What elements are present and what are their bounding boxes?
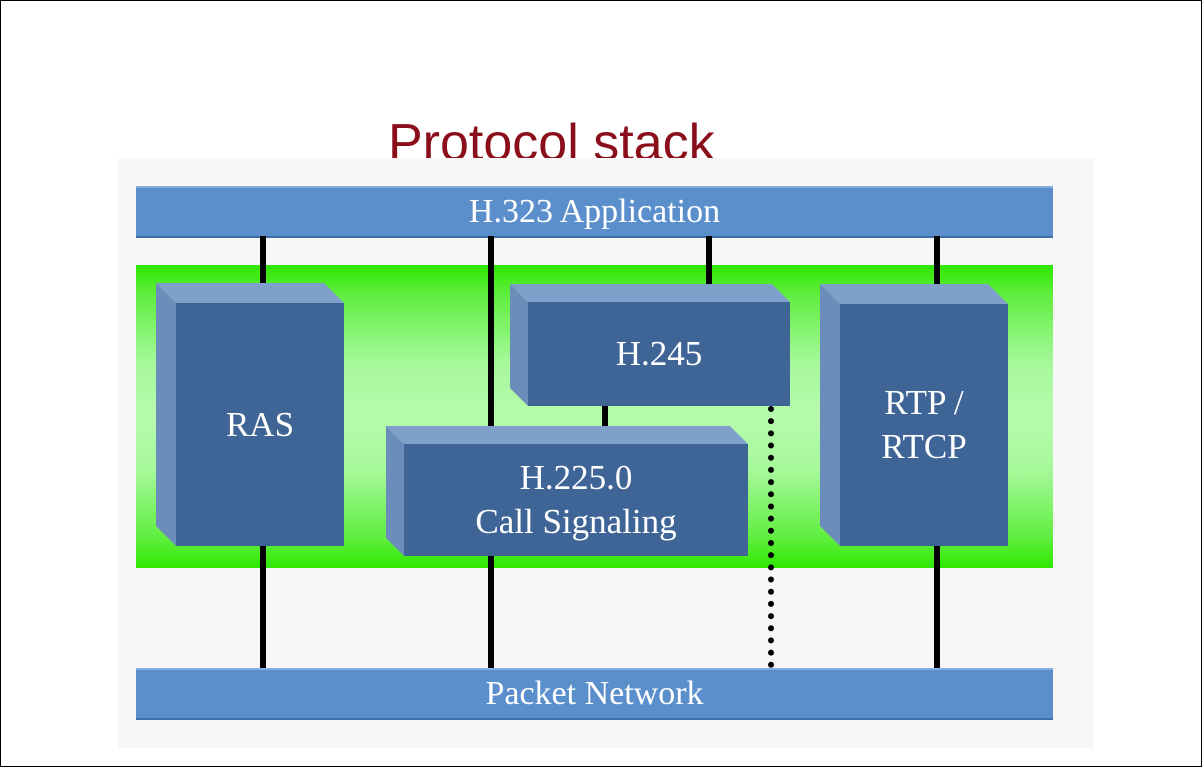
h2250-block-bevel [386,426,748,556]
rtp-rtcp-block-face: RTP / RTCP [840,304,1008,546]
rtp-label-line1: RTP / [884,383,964,422]
ras-block: RAS [156,283,344,546]
connector-app-h2250 [488,236,494,428]
h245-block-face: H.245 [528,302,790,406]
rtp-rtcp-block: RTP / RTCP [820,284,1008,546]
connector-h245-network-dotted [768,406,774,668]
connector-h245-h2250 [602,406,608,430]
h245-label: H.245 [615,334,703,373]
h245-block-bevel [510,284,790,406]
connector-app-ras [260,236,266,286]
h2250-block: H.225.0 Call Signaling [386,426,748,556]
connector-ras-network [260,546,266,668]
connector-h2250-network [488,554,494,668]
application-layer-bar: H.323 Application [136,186,1053,238]
connector-rtp-network [934,546,940,668]
h2250-block-face: H.225.0 Call Signaling [404,444,748,556]
ras-block-bevel [156,283,344,546]
ras-block-face: RAS [176,303,344,546]
connector-app-rtp [934,236,940,286]
ras-label: RAS [225,404,295,444]
h245-block: H.245 [510,284,790,406]
h2250-label-line1: H.225.0 [519,458,633,497]
connector-app-h245 [706,236,712,286]
h2250-label-line2: Call Signaling [475,502,677,541]
network-layer-bar: Packet Network [136,668,1053,720]
rtp-rtcp-block-bevel [820,284,1008,546]
rtp-label-line2: RTCP [881,427,967,466]
